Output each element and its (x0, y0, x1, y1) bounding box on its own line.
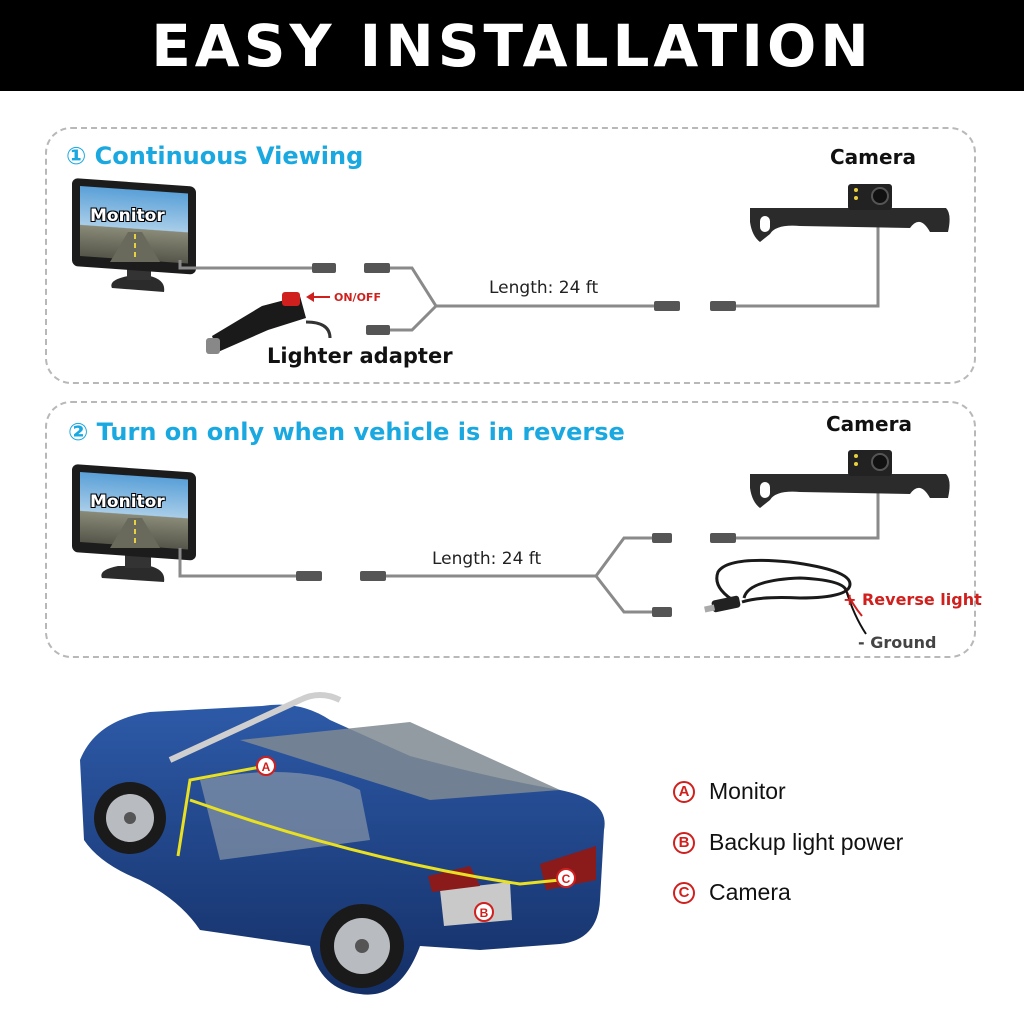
section-continuous-viewing (45, 127, 976, 384)
camera-1-label: Camera (830, 145, 916, 169)
monitor-1 (72, 178, 196, 292)
section-2-heading: ② Turn on only when vehicle is in revers… (68, 418, 625, 446)
monitor-2-label: Monitor (90, 492, 165, 512)
cable-length-2-label: Length: 24 ft (432, 549, 542, 569)
legend-badge-b: B (673, 831, 695, 854)
legend-text-camera: Camera (709, 879, 791, 905)
monitor-1-label: Monitor (90, 206, 165, 226)
cable-length-1-label: Length: 24 ft (489, 278, 599, 298)
legend-item-backup-light: B Backup light power (673, 829, 903, 856)
legend-text-monitor: Monitor (709, 778, 786, 804)
svg-text:A: A (262, 760, 271, 774)
car-marker-b: B (474, 902, 494, 922)
reverse-light-label: + Reverse light (843, 590, 982, 609)
cable-network-2 (178, 478, 880, 614)
power-cable-coil (704, 558, 867, 635)
ground-label: - Ground (858, 633, 937, 652)
page-title: EASY INSTALLATION (151, 11, 873, 80)
lighter-adapter-label: Lighter adapter (267, 344, 453, 368)
car-marker-c: C (556, 868, 576, 888)
svg-text:C: C (562, 872, 571, 886)
lighter-adapter-plug (206, 292, 332, 354)
camera-1 (750, 184, 950, 242)
camera-2-label: Camera (826, 412, 912, 436)
title-banner: EASY INSTALLATION (0, 0, 1024, 91)
legend-item-camera: C Camera (673, 879, 791, 906)
legend-text-backup-light: Backup light power (709, 829, 904, 855)
car-marker-a: A (256, 756, 276, 776)
legend-badge-c: C (673, 881, 695, 904)
car-illustration (80, 692, 605, 995)
legend-item-monitor: A Monitor (673, 778, 786, 805)
section-reverse-only (45, 401, 976, 658)
connector-plugs-1 (312, 263, 736, 335)
on-off-switch-label: ON/OFF (334, 291, 381, 304)
connector-plugs-2 (296, 533, 736, 617)
section-1-heading: ① Continuous Viewing (66, 142, 364, 170)
switch-arrow (306, 292, 330, 302)
monitor-2 (72, 464, 196, 582)
legend-badge-a: A (673, 780, 695, 803)
camera-2 (750, 450, 950, 508)
svg-text:B: B (480, 906, 489, 920)
